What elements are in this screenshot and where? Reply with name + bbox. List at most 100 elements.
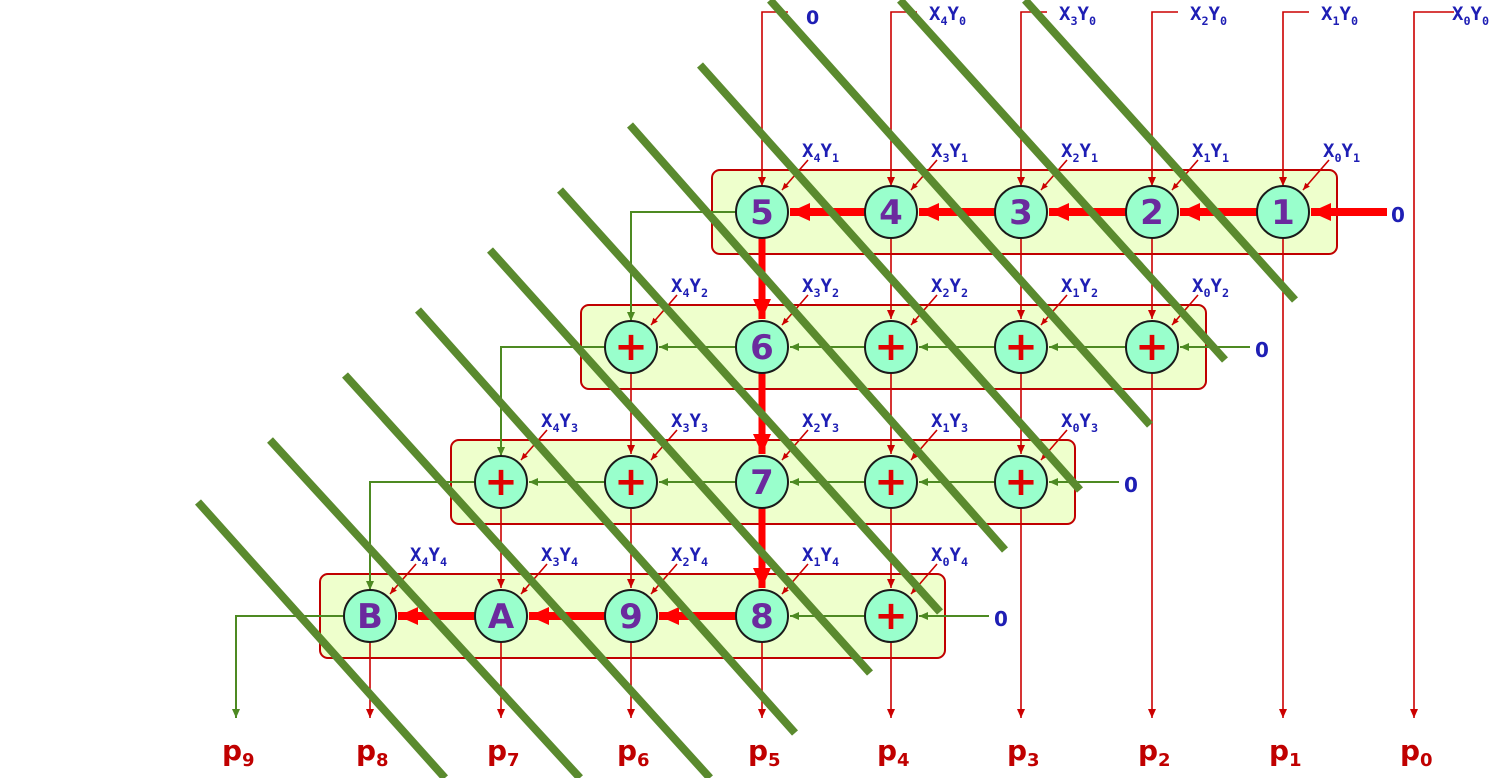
- pipeline-cuts: [195, 0, 1298, 778]
- pipeline-cut-line: [697, 62, 1083, 493]
- adder-cell-label: A: [488, 597, 515, 637]
- pp-arrow: [1040, 294, 1068, 326]
- subscript-y: 4: [961, 555, 968, 569]
- subscript-y: 4: [832, 555, 839, 569]
- pipeline-cut-line: [627, 122, 1008, 553]
- subscript-x: 1: [942, 421, 949, 435]
- output-subscript: 2: [1158, 750, 1171, 771]
- partial-product-label: X1Y1: [1192, 140, 1229, 165]
- input-wire: [1410, 11, 1454, 718]
- output-subscript: 5: [768, 750, 781, 771]
- pp-arrow: [910, 429, 938, 461]
- partial-product-label: X2Y0: [1190, 3, 1227, 28]
- subscript-y: 0: [1220, 14, 1227, 28]
- subscript-x: 0: [1334, 151, 1341, 165]
- subscript-x: 0: [1463, 14, 1470, 28]
- output-label: p5: [748, 734, 781, 771]
- output-subscript: 9: [242, 750, 255, 771]
- adder-cell: [474, 455, 528, 509]
- pp-arrow: [650, 563, 678, 595]
- subscript-x: 3: [813, 286, 820, 300]
- adder-cell-label: 7: [750, 463, 774, 503]
- partial-product-label: X2Y3: [802, 410, 839, 435]
- partial-product-label: X2Y2: [931, 275, 968, 300]
- partial-product-label: X3Y1: [931, 140, 968, 165]
- partial-product-label: X2Y4: [671, 544, 708, 569]
- adder-cell: [864, 455, 918, 509]
- subscript-x: 2: [1072, 151, 1079, 165]
- pipeline-cut-line: [195, 499, 448, 778]
- adder-cell: [994, 455, 1048, 509]
- subscript-x: 1: [813, 555, 820, 569]
- partial-product-label: X0Y4: [931, 544, 968, 569]
- output-label: p3: [1007, 734, 1040, 771]
- input-wire: [1279, 11, 1309, 186]
- adder-plus: +: [1004, 324, 1038, 370]
- adder-plus: +: [614, 324, 648, 370]
- pipeline-cut-line: [897, 0, 1228, 363]
- output-label: p1: [1269, 734, 1302, 771]
- adder-plus: +: [614, 459, 648, 505]
- subscript-y: 0: [1482, 14, 1489, 28]
- input-wire: [1148, 11, 1178, 186]
- adder-cell-label: 5: [750, 193, 774, 233]
- input-zero-label: 0: [806, 7, 819, 29]
- pipeline-cut-line: [1022, 0, 1298, 303]
- adder-cell-label: 6: [750, 328, 774, 368]
- subscript-y: 3: [832, 421, 839, 435]
- subscript-x: 0: [1072, 421, 1079, 435]
- partial-product-label: X1Y2: [1061, 275, 1098, 300]
- shift-wire: [627, 211, 736, 321]
- output-label: p2: [1138, 734, 1171, 771]
- pipeline-cut-line: [557, 187, 943, 615]
- adder-cell: [604, 455, 658, 509]
- pp-arrow: [1302, 159, 1330, 191]
- partial-product-label: X4Y4: [410, 544, 447, 569]
- subscript-y: 4: [701, 555, 708, 569]
- adder-cell: [604, 589, 658, 643]
- adder-cell-label: 4: [879, 193, 903, 233]
- carry-in-zero: 0: [994, 607, 1008, 631]
- adder-cell: [1125, 320, 1179, 374]
- output-label: p6: [617, 734, 650, 771]
- pipeline-cut-line: [487, 247, 873, 676]
- adder-cell-label: 1: [1271, 193, 1295, 233]
- output-subscript: 6: [637, 750, 650, 771]
- output-label: p8: [356, 734, 389, 771]
- adder-cell: [343, 589, 397, 643]
- adder-cell: [864, 589, 918, 643]
- partial-product-label: X4Y3: [541, 410, 578, 435]
- subscript-y: 4: [571, 555, 578, 569]
- subscript-y: 3: [1091, 421, 1098, 435]
- adder-cell: [864, 320, 918, 374]
- adder-plus: +: [874, 459, 908, 505]
- subscript-x: 3: [552, 555, 559, 569]
- adder-plus: +: [874, 593, 908, 639]
- subscript-x: 1: [1072, 286, 1079, 300]
- adder-cell: [1256, 185, 1310, 239]
- partial-product-label: X4Y1: [802, 140, 839, 165]
- carry-in-zero: 0: [1255, 338, 1269, 362]
- partial-product-label: X2Y1: [1061, 140, 1098, 165]
- partial-product-label: X3Y3: [671, 410, 708, 435]
- shift-wire: [497, 346, 605, 456]
- subscript-y: 2: [1222, 286, 1229, 300]
- subscript-y: 1: [832, 151, 839, 165]
- adder-cell: [735, 185, 789, 239]
- adder-cell: [864, 185, 918, 239]
- subscript-x: 3: [942, 151, 949, 165]
- subscript-y: 0: [959, 14, 966, 28]
- partial-product-label: X0Y2: [1192, 275, 1229, 300]
- adder-plus: +: [874, 324, 908, 370]
- output-subscript: 1: [1289, 750, 1302, 771]
- partial-product-label: X1Y3: [931, 410, 968, 435]
- subscript-y: 2: [961, 286, 968, 300]
- subscript-x: 4: [682, 286, 689, 300]
- output-label: p4: [877, 734, 910, 771]
- subscript-y: 1: [1353, 151, 1360, 165]
- subscript-x: 2: [813, 421, 820, 435]
- subscript-y: 0: [1351, 14, 1358, 28]
